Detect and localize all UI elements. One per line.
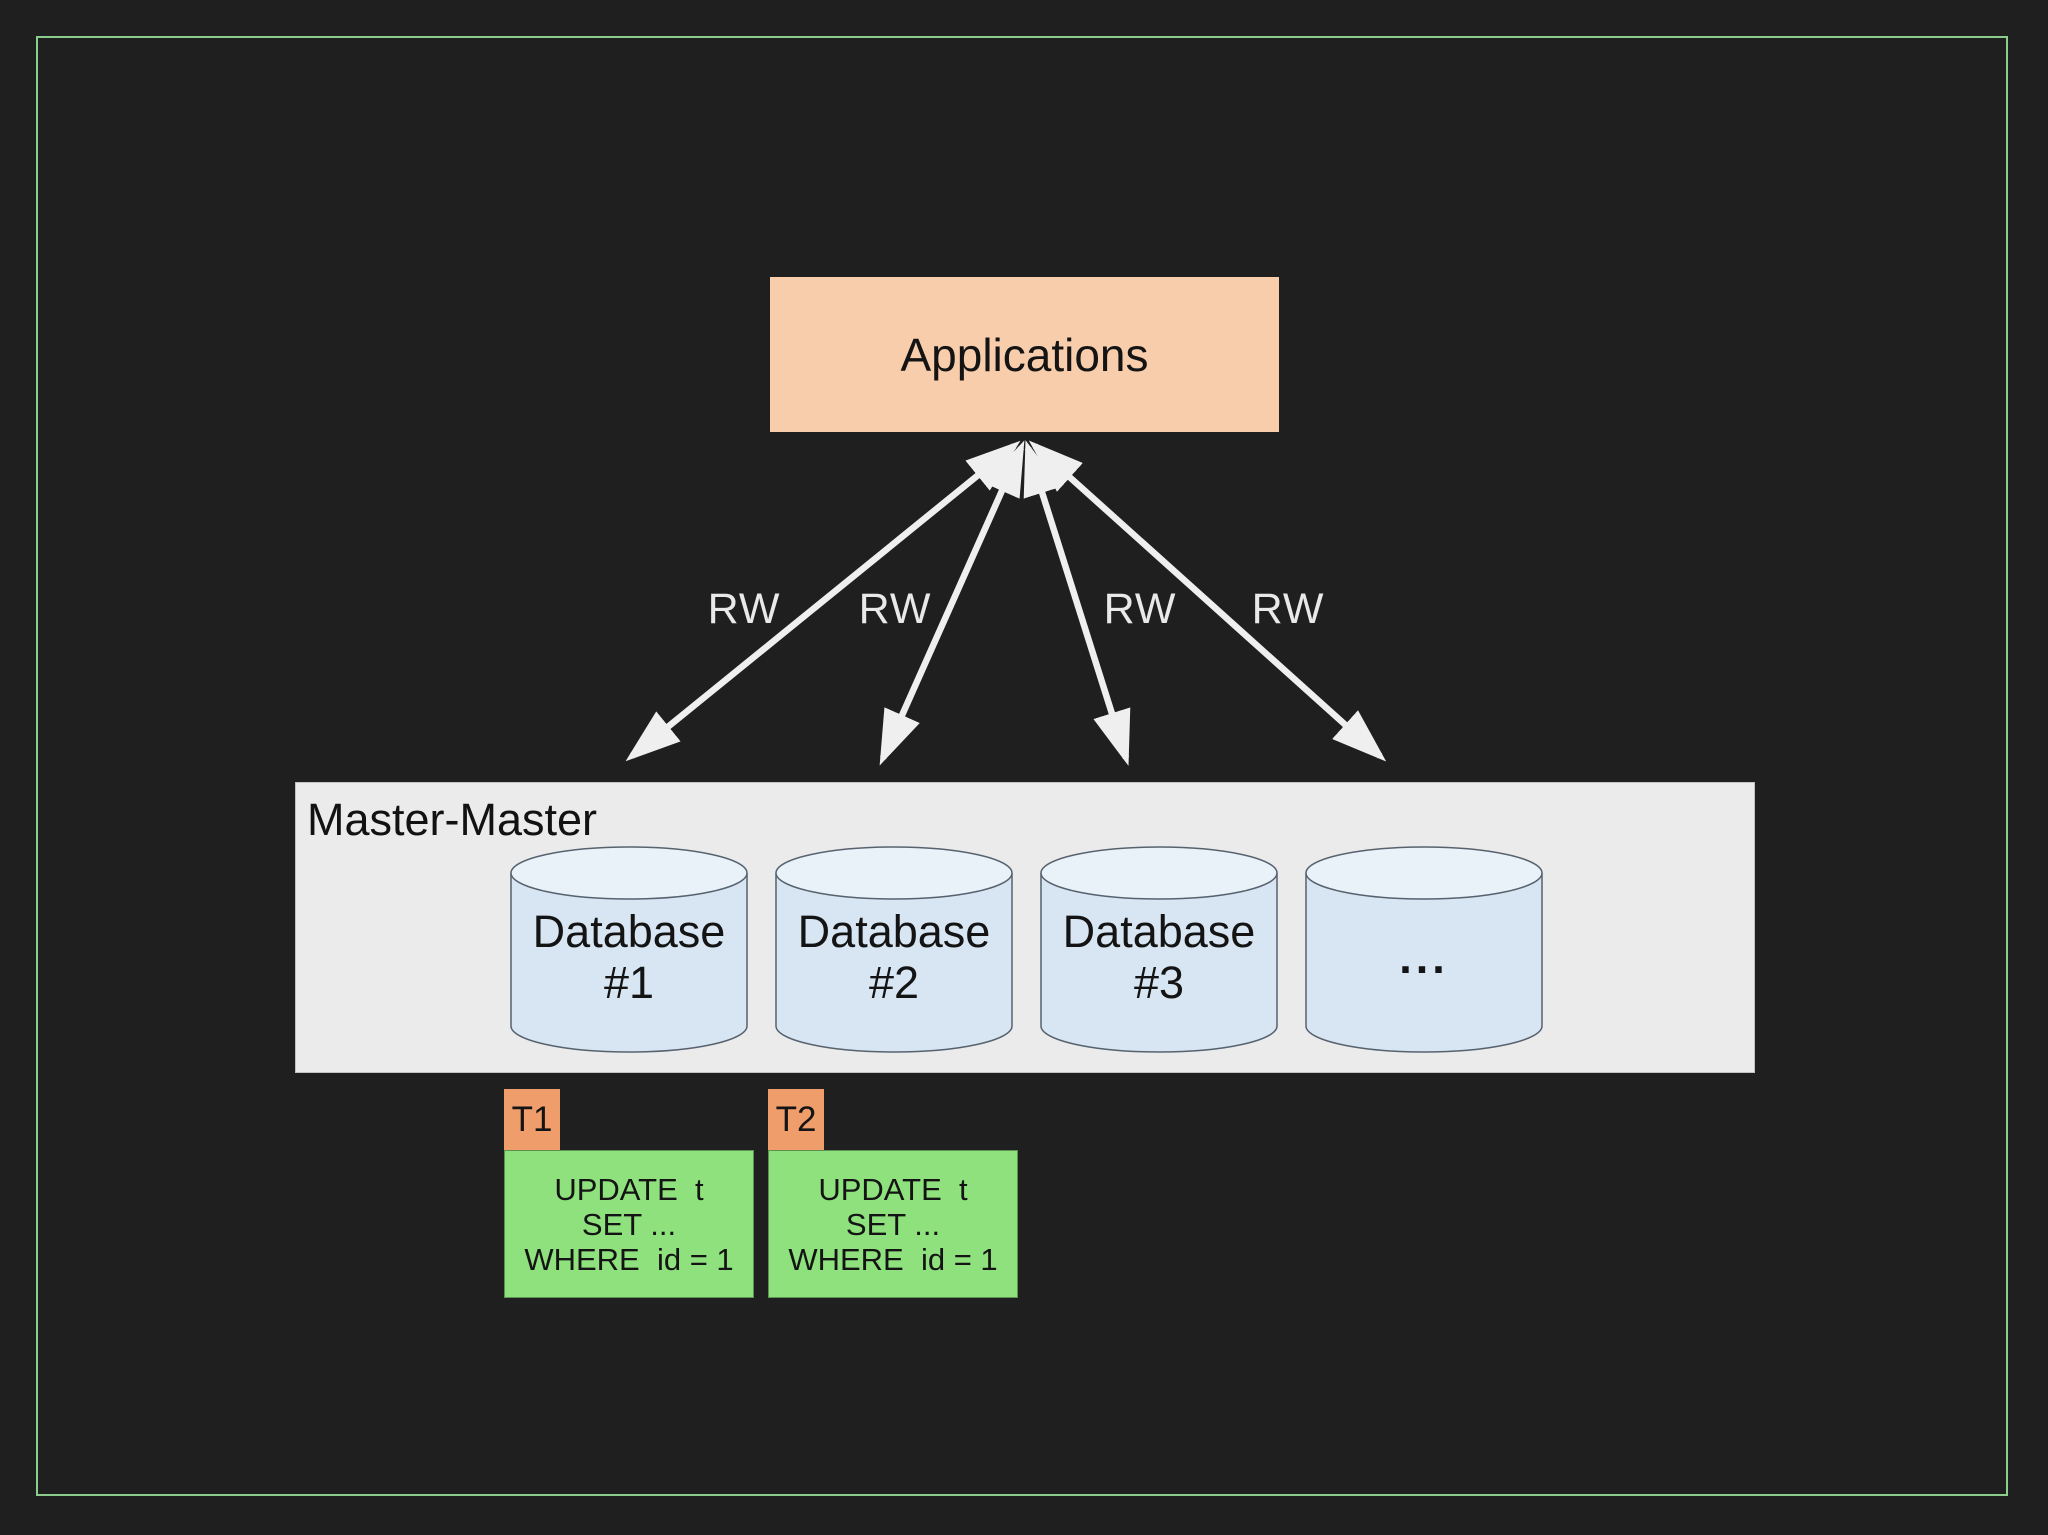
database-cylinder-icon (1305, 846, 1543, 1053)
transaction-tag-t2: T2 (768, 1089, 824, 1150)
rw-arrow-1 (625, 440, 1021, 762)
database-label: Database #1 (532, 906, 726, 1008)
database-cylinder-icon (775, 846, 1013, 1053)
database-label: Database #3 (1062, 906, 1256, 1008)
database-node-more: ... (1305, 846, 1543, 1054)
database-label: Database #2 (797, 906, 991, 1008)
rw-arrow-4 (1028, 440, 1387, 762)
sql-box-t2: UPDATE t SET ... WHERE id = 1 (768, 1150, 1018, 1298)
applications-label: Applications (900, 328, 1149, 381)
sql-line: WHERE id = 1 (524, 1241, 734, 1277)
sql-line: SET ... (845, 1206, 941, 1242)
database-node-3: Database #3 (1040, 846, 1278, 1054)
rw-arrow-2 (879, 440, 1025, 766)
sql-line: SET ... (581, 1206, 677, 1242)
database-cylinder-icon (1040, 846, 1278, 1053)
rw-label-3: RW (1103, 585, 1177, 633)
rw-label-2: RW (858, 585, 932, 633)
rw-label-4: RW (1251, 585, 1325, 633)
sql-line: WHERE id = 1 (788, 1241, 998, 1277)
database-cylinder-icon (510, 846, 748, 1053)
database-label-ellipsis: ... (1399, 932, 1449, 983)
sql-line: UPDATE t (554, 1171, 704, 1207)
sql-line: UPDATE t (818, 1171, 968, 1207)
sql-box-t1: UPDATE t SET ... WHERE id = 1 (504, 1150, 754, 1298)
rw-label-1: RW (707, 585, 781, 633)
transaction-tag-t1: T1 (504, 1089, 560, 1150)
applications-node: Applications (770, 277, 1279, 432)
database-node-2: Database #2 (775, 846, 1013, 1054)
database-node-1: Database #1 (510, 846, 748, 1054)
master-master-title: Master-Master (307, 794, 598, 845)
